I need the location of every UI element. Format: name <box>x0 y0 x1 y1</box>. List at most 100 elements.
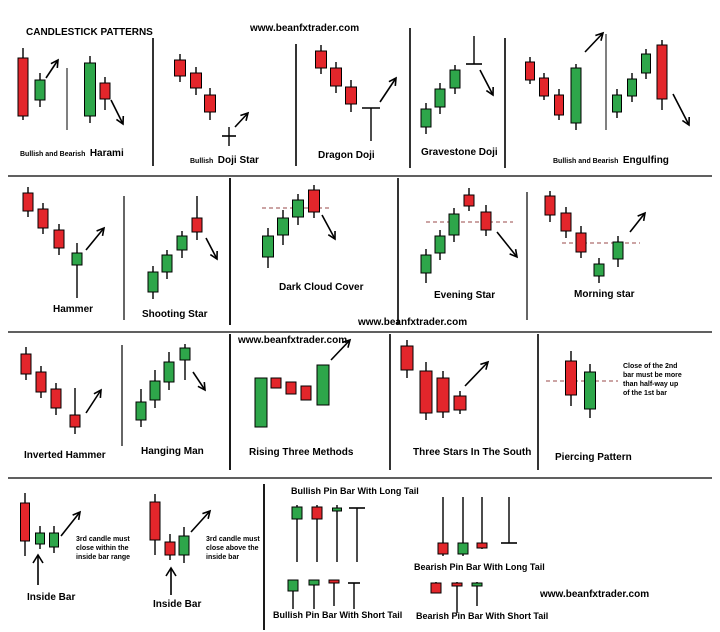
candle-red <box>476 542 488 549</box>
candle-green <box>291 506 303 520</box>
candle-red <box>400 345 414 371</box>
arrow-shaft <box>584 32 604 53</box>
arrow-head-icon <box>209 250 218 261</box>
label-inside-bar-2: Inside Bar <box>153 599 202 610</box>
candle-green <box>641 53 651 74</box>
arrow-shaft <box>330 339 351 361</box>
sheet-title: CANDLESTICK PATTERNS <box>26 27 153 38</box>
site-label-rising: www.beanfxtrader.com <box>238 335 348 346</box>
arrow-shaft <box>85 389 102 414</box>
candle-red <box>345 86 357 105</box>
candle-green <box>262 235 274 258</box>
candle-red <box>53 229 65 249</box>
candle-red <box>174 59 186 77</box>
candle-green <box>287 579 299 592</box>
candle-red <box>525 61 535 81</box>
arrow-shaft <box>192 371 206 391</box>
label-bullish-pin-short: Bullish Pin Bar With Short Tail <box>273 610 403 620</box>
candle-green <box>434 88 446 108</box>
candle-green <box>570 67 582 124</box>
candle-red <box>463 194 475 207</box>
candle-red <box>656 44 668 100</box>
candle-red <box>204 94 216 113</box>
candle-red <box>311 506 323 520</box>
candle-red <box>270 377 282 389</box>
arrow-shaft <box>45 59 59 79</box>
candle-red <box>17 57 29 117</box>
arrow-shaft <box>672 93 690 126</box>
candle-red <box>37 208 49 229</box>
candle-red <box>480 211 492 231</box>
candle-green <box>420 108 432 128</box>
arrow-head-icon <box>480 360 490 370</box>
arrow-head-icon <box>637 211 647 222</box>
candle-green <box>135 401 147 421</box>
candle-green <box>308 579 320 586</box>
candle-green <box>277 217 289 236</box>
label-harami: Bullish and Bearish Harami <box>20 148 124 159</box>
label-three-stars-south: Three Stars In The South <box>413 447 532 458</box>
candle-green <box>332 507 342 512</box>
site-label-middle: www.beanfxtrader.com <box>358 317 468 328</box>
candle-green <box>292 199 304 218</box>
candle-red <box>419 370 433 414</box>
label-hanging-man: Hanging Man <box>141 446 204 457</box>
label-piercing-pattern: Piercing Pattern <box>555 452 632 463</box>
label-dark-cloud-cover: Dark Cloud Cover <box>279 282 364 293</box>
candle-green <box>627 78 637 97</box>
candle-green <box>35 532 45 545</box>
candle-green <box>471 582 483 587</box>
arrow-head-icon <box>50 58 59 69</box>
arrow-shaft <box>85 227 105 251</box>
candle-green <box>163 361 175 383</box>
candle-red <box>565 360 577 396</box>
label-bearish-pin-short: Bearish Pin Bar With Short Tail <box>416 611 549 621</box>
candle-green <box>161 254 173 273</box>
candle-red <box>164 541 176 556</box>
candle-red <box>554 94 564 116</box>
candle-green <box>34 79 46 101</box>
candle-green <box>448 213 460 236</box>
arrow-head-icon <box>509 248 519 259</box>
candle-red <box>300 385 312 401</box>
candle-green <box>612 241 624 260</box>
candle-green <box>612 94 622 113</box>
arrow-head-icon <box>240 111 250 121</box>
candle-red <box>308 189 320 213</box>
label-shooting-star: Shooting Star <box>142 309 208 320</box>
candle-red <box>437 542 449 555</box>
label-rising-three-methods: Rising Three Methods <box>249 447 354 458</box>
candle-red <box>560 212 572 232</box>
candle-red <box>20 502 30 542</box>
candle-red <box>50 388 62 409</box>
label-dragon-doji: Dragon Doji <box>318 150 375 161</box>
candle-green <box>147 271 159 293</box>
candle-green <box>49 532 59 548</box>
candle-red <box>191 217 203 233</box>
arrow-head-icon <box>681 116 690 127</box>
arrow-up-icon <box>165 566 177 577</box>
candle-green <box>420 254 432 274</box>
candle-red <box>575 232 587 253</box>
arrow-head-icon <box>485 86 494 97</box>
label-inverted-hammer: Inverted Hammer <box>24 450 106 461</box>
arrow-shaft <box>190 510 211 533</box>
label-bullish-pin-long: Bullish Pin Bar With Long Tail <box>291 486 419 496</box>
candle-red <box>285 381 297 395</box>
candle-red <box>436 377 450 413</box>
arrow-shaft <box>464 361 489 387</box>
candle-green <box>593 263 605 277</box>
candle-red <box>539 77 549 97</box>
arrow-shaft <box>629 212 646 233</box>
label-doji-star: Bullish Doji Star <box>190 155 259 166</box>
candle-red <box>315 50 327 69</box>
arrow-head-icon <box>342 338 352 348</box>
arrow-head-icon <box>595 31 605 41</box>
candle-green <box>584 371 596 410</box>
label-hammer: Hammer <box>53 304 94 315</box>
arrow-shaft <box>496 231 518 258</box>
candle-red <box>99 82 111 100</box>
